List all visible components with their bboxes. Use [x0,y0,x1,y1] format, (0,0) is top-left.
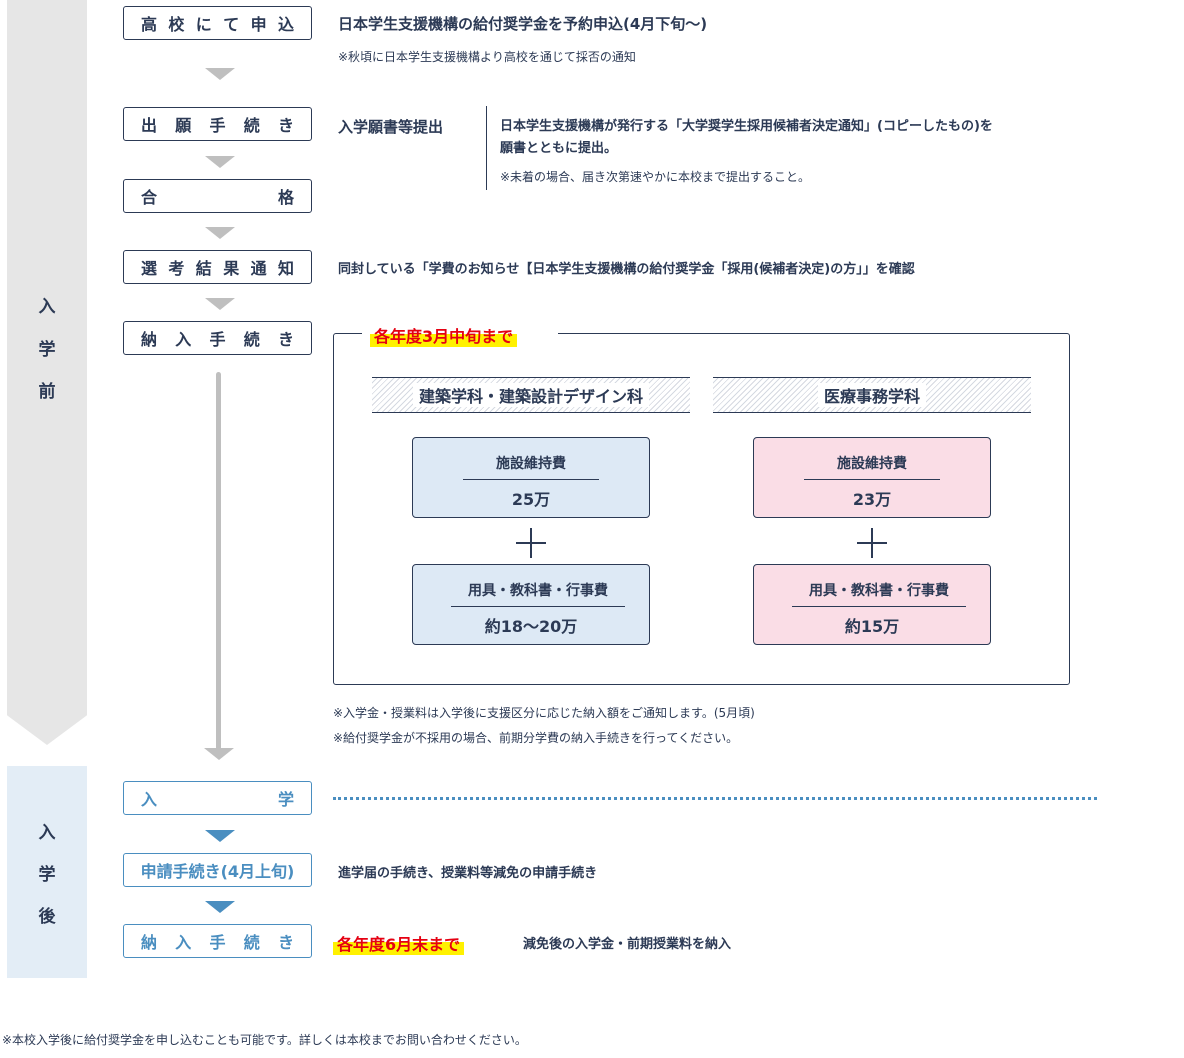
step-label: 出願手続き [141,116,294,135]
arrow-down-icon [205,298,235,310]
panel-note-2: ※給付奨学金が不採用の場合、前期分学費の納入手続きを行ってください。 [333,731,739,745]
right-fee-facility: 施設維持費 23万 [753,437,991,518]
left-fee-supplies: 用具・教科書・行事費 約18〜20万 [412,564,650,645]
step-payment-before: 納入手続き [123,321,312,355]
fee-label: 施設維持費 [804,453,940,480]
step-payment-after: 納入手続き [123,924,312,958]
s8-description: 減免後の入学金・前期授業料を納入 [523,937,732,952]
step-label: 合格 [141,188,294,207]
arrow-down-icon [205,156,235,168]
fee-label: 用具・教科書・行事費 [792,580,966,607]
step-label: 申請手続き(4月上旬) [140,862,295,881]
step-selection-result: 選考結果通知 [123,250,312,284]
footer-note: ※本校入学後に給付奨学金を申し込むことも可能です。詳しくは本校までお問い合わせく… [2,1033,527,1047]
s1-note: ※秋頃に日本学生支援機構より高校を通じて採否の通知 [338,50,636,64]
sidebar-after-enrollment [7,766,87,978]
left-column-title: 建築学科・建築設計デザイン科 [412,383,649,407]
plus-icon [857,528,887,558]
right-column-title: 医療事務学科 [817,383,926,407]
step-enrollment: 入学 [123,781,312,815]
step-application-april: 申請手続き(4月上旬) [123,853,312,887]
right-fee-supplies: 用具・教科書・行事費 約15万 [753,564,991,645]
s4-description: 同封している「学費のお知らせ【日本学生支援機構の給付奨学金「採用(候補者決定)の… [338,262,915,277]
payment-panel [333,333,1070,685]
sidebar-label-after-1: 入 [38,823,56,843]
sidebar-label-before-2: 学 [38,340,56,360]
sidebar-label-before-1: 入 [38,297,56,317]
panel-deadline: 各年度3月中旬まで [370,323,518,347]
long-arrow-shaft [216,372,221,750]
fee-value: 25万 [511,490,551,509]
step-label: 納入手続き [141,330,294,349]
arrow-down-icon [205,68,235,80]
s1-description: 日本学生支援機構の給付奨学金を予約申込(4月下旬〜) [338,15,708,33]
s2-label: 入学願書等提出 [338,118,444,136]
plus-icon [516,528,546,558]
right-column-heading: 医療事務学科 [713,377,1031,413]
step-acceptance: 合格 [123,179,312,213]
s2-text-1: 日本学生支援機構が発行する「大学奨学生採用候補者決定通知」(コピーしたもの)を [500,119,993,134]
left-column-heading: 建築学科・建築設計デザイン科 [372,377,690,413]
fee-value: 約18〜20万 [484,617,578,636]
fee-label: 施設維持費 [463,453,599,480]
panel-note-1: ※入学金・授業料は入学後に支援区分に応じた納入額をご通知します。(5月頃) [333,706,755,720]
arrow-down-icon [205,227,235,239]
long-arrow-head-icon [204,748,234,760]
s2-text-2: 願書とともに提出。 [500,141,618,156]
left-fee-facility: 施設維持費 25万 [412,437,650,518]
s7-description: 進学届の手続き、授業料等減免の申請手続き [338,866,598,881]
s2-divider [486,106,487,190]
dotted-divider [333,797,1097,800]
step-high-school-application: 高校にて申込 [123,6,312,40]
fee-value: 約15万 [844,617,900,636]
sidebar-label-before-3: 前 [38,382,56,402]
arrow-down-icon [205,901,235,913]
step-label: 納入手続き [141,933,294,952]
sidebar-label-after-2: 学 [38,865,56,885]
fee-value: 23万 [852,490,892,509]
s2-note: ※未着の場合、届き次第速やかに本校まで提出すること。 [500,170,811,184]
step-application-procedure: 出願手続き [123,107,312,141]
sidebar-label-after-3: 後 [38,907,56,927]
fee-label: 用具・教科書・行事費 [451,580,625,607]
sidebar-before-enrollment [7,0,87,745]
step-label: 選考結果通知 [141,259,294,278]
s8-deadline: 各年度6月末まで [333,931,465,955]
arrow-down-icon [205,830,235,842]
step-label: 高校にて申込 [141,15,294,34]
step-label: 入学 [141,790,294,809]
